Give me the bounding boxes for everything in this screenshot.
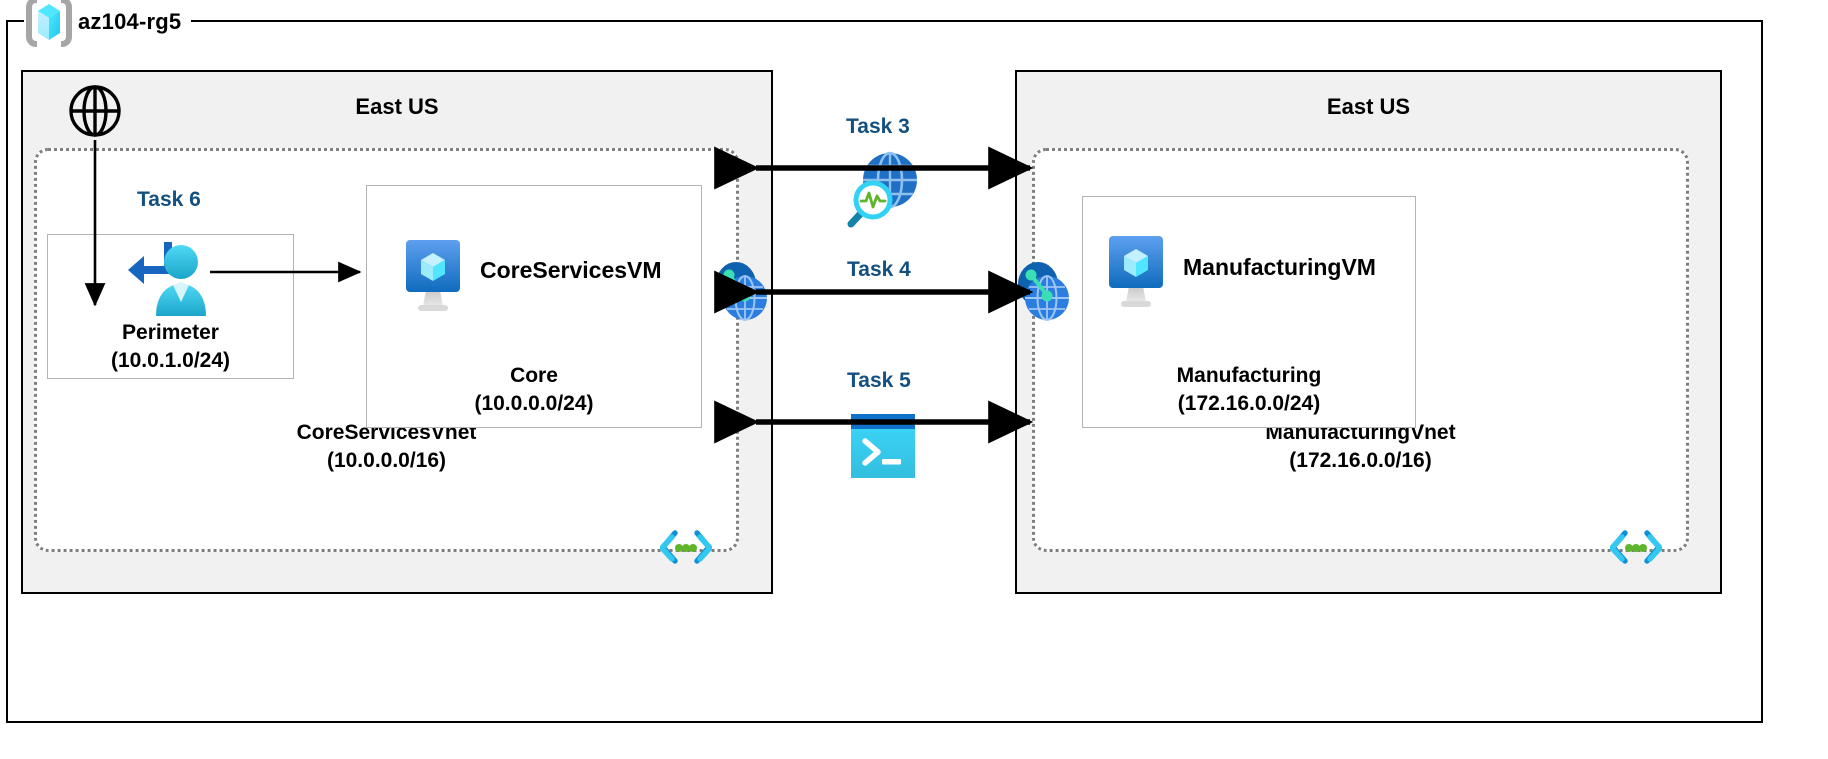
resource-group-title: az104-rg5	[78, 9, 182, 34]
subnet-manufacturing: Manufacturing (172.16.0.0/24)	[1082, 196, 1416, 428]
subnet-brackets-icon	[658, 525, 714, 569]
task-label-4: Task 4	[847, 258, 911, 281]
vm-coreservices-label: CoreServicesVM	[480, 257, 662, 283]
subnet-perimeter-name: Perimeter	[122, 321, 219, 344]
virtual-machine-icon	[1103, 232, 1169, 310]
globe-icon	[68, 84, 122, 138]
task-label-3: Task 3	[846, 115, 910, 138]
subnet-core-name: Core	[510, 364, 558, 387]
azure-resource-group-icon	[26, 0, 72, 47]
subnet-perimeter-caption: Perimeter (10.0.1.0/24)	[48, 319, 293, 375]
region-left-label: East US	[355, 94, 439, 119]
cloud-shell-icon	[851, 414, 915, 478]
subnet-manufacturing-name: Manufacturing	[1176, 364, 1322, 387]
region-right-label: East US	[1326, 94, 1411, 119]
subnet-core-cidr: (10.0.0.0/24)	[474, 392, 594, 416]
subnet-perimeter-cidr: (10.0.1.0/24)	[110, 349, 231, 373]
subnet-manufacturing-cidr: (172.16.0.0/24)	[1177, 392, 1321, 416]
network-watcher-icon	[838, 150, 928, 230]
vnet-peering-icon	[1014, 258, 1074, 326]
virtual-machine-icon	[400, 236, 466, 314]
vnet-coreservices-cidr: (10.0.0.0/16)	[326, 448, 447, 472]
task-label-5: Task 5	[847, 369, 911, 392]
resource-group-header: az104-rg5	[24, 0, 192, 47]
subnet-core-caption: Core (10.0.0.0/24)	[367, 362, 701, 418]
subnet-manufacturing-caption: Manufacturing (172.16.0.0/24)	[1083, 362, 1415, 418]
subnet-brackets-icon	[1608, 525, 1664, 569]
bastion-user-icon	[126, 240, 214, 318]
task-label-6: Task 6	[137, 188, 201, 211]
vnet-manufacturing-cidr: (172.16.0.0/16)	[1289, 448, 1432, 472]
vnet-peering-icon	[712, 258, 772, 326]
vm-manufacturing-label: ManufacturingVM	[1183, 254, 1376, 280]
